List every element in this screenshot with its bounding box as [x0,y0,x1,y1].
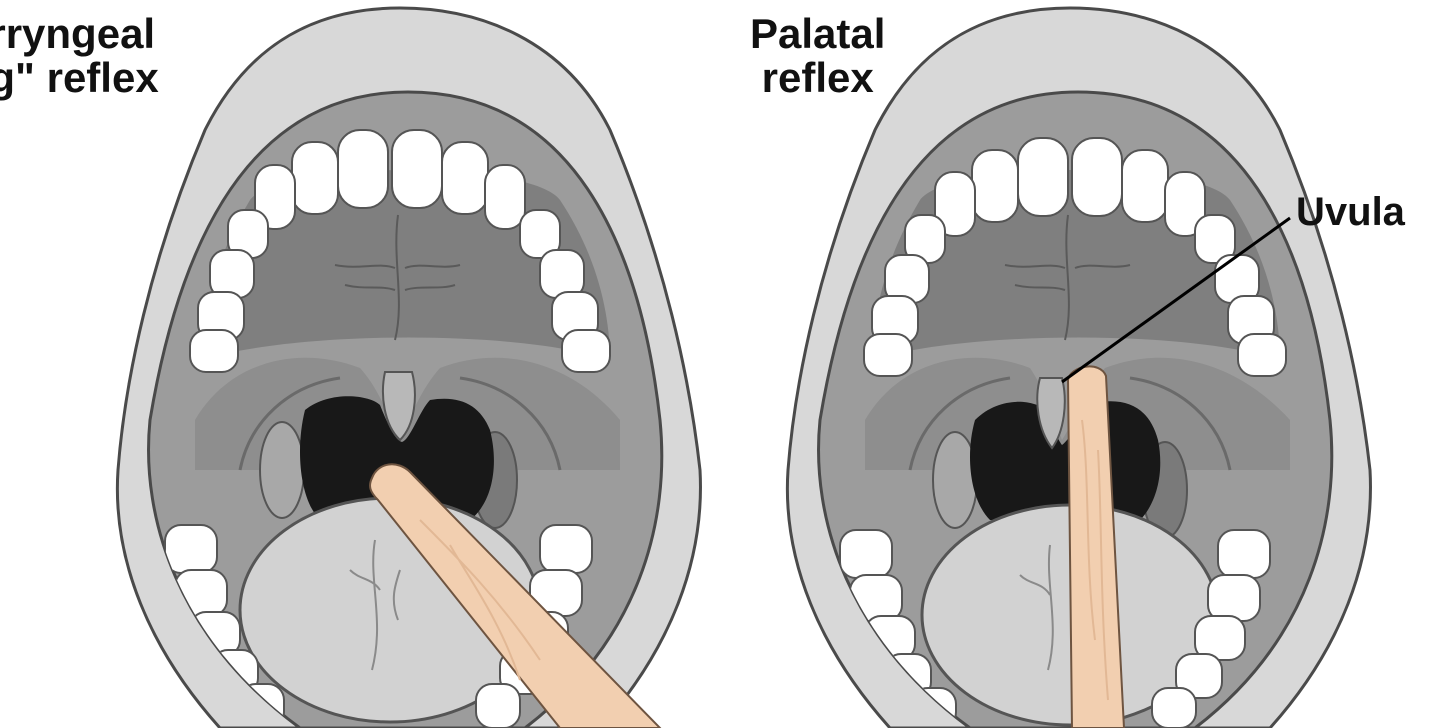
left-palatine-arch [238,376,562,471]
left-mouth [115,6,702,728]
right-lower-teeth [839,529,1271,728]
pharyngeal-reflex-label-line2: ag" reflex [0,54,159,101]
pharyngeal-reflex-label-line1: arryngeal [0,10,156,57]
left-uvula [382,371,416,442]
palatal-reflex-label-line1: Palatal [750,10,886,57]
right-mouth [785,6,1372,728]
uvula-pointer-line [1061,216,1291,384]
right-upper-teeth [863,137,1287,377]
left-throat [300,396,494,520]
pharyngeal-reflex-label: arryngeal ag" reflex [0,12,159,100]
left-tonsil-left [259,421,305,519]
palatal-reflex-label-line2: reflex [761,54,874,101]
left-tongue-depressor[interactable] [369,463,662,728]
palatal-reflex-label: Palatal reflex [750,12,885,100]
right-uvula [1036,377,1066,450]
left-upper-teeth [189,129,611,373]
uvula-label: Uvula [1296,190,1405,234]
